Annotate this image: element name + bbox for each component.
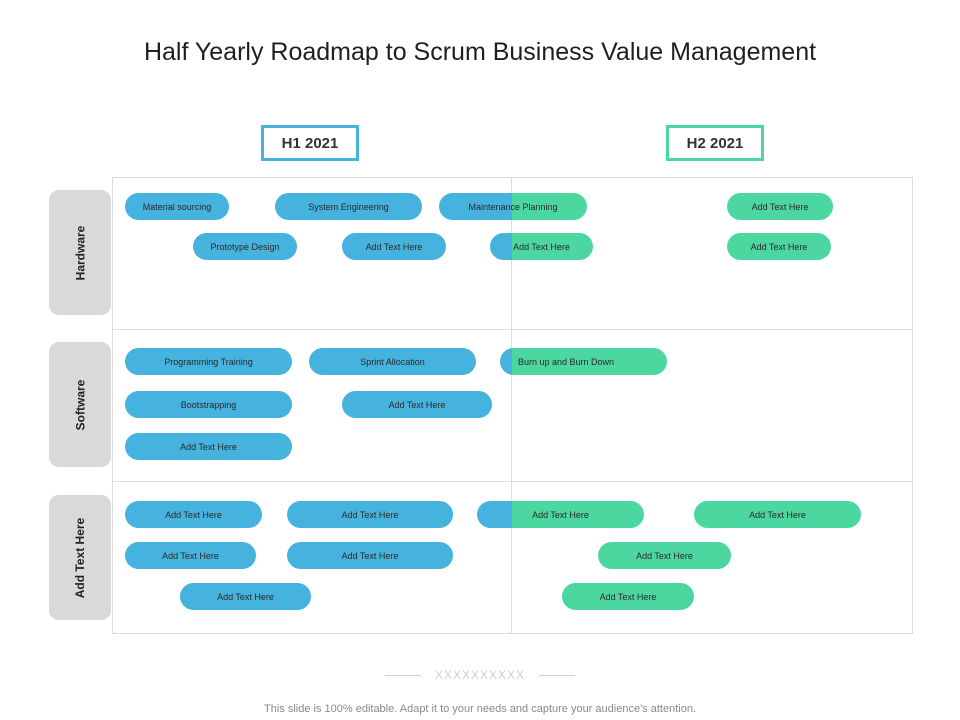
task-hardware-2[interactable]: Add Text Here xyxy=(342,233,446,260)
row-label-hardware: Hardware xyxy=(49,190,111,315)
roadmap-grid xyxy=(112,177,913,634)
task-other-r1-b[interactable]: Add Text Here xyxy=(287,501,453,528)
task-other-r1-green[interactable]: Add Text Here xyxy=(694,501,861,528)
decor-line-right xyxy=(539,674,576,676)
row-label-text: Add Text Here xyxy=(73,517,87,598)
decor-mark: XXXXXXXXXX xyxy=(434,668,526,682)
task-other-r2-a[interactable]: Add Text Here xyxy=(125,542,256,569)
row-label-software: Software xyxy=(49,342,111,467)
task-sprint-allocation[interactable]: Sprint Allocation xyxy=(309,348,476,375)
task-hardware-h2-2[interactable]: Add Text Here xyxy=(727,233,831,260)
task-bootstrapping[interactable]: Bootstrapping xyxy=(125,391,292,418)
task-hardware-h2-1[interactable]: Add Text Here xyxy=(727,193,833,220)
row-label-other: Add Text Here xyxy=(49,495,111,620)
task-maintenance-planning[interactable]: Maintenance Planning xyxy=(439,193,587,220)
row-label-text: Software xyxy=(73,379,87,430)
task-material-sourcing[interactable]: Material sourcing xyxy=(125,193,229,220)
row-label-text: Hardware xyxy=(72,225,87,280)
footer-decoration: XXXXXXXXXX xyxy=(0,666,960,684)
task-other-r1-a[interactable]: Add Text Here xyxy=(125,501,262,528)
task-other-r1-split[interactable]: Add Text Here xyxy=(477,501,644,528)
task-programming-training[interactable]: Programming Training xyxy=(125,348,292,375)
page-title: Half Yearly Roadmap to Scrum Business Va… xyxy=(143,38,817,66)
task-software-1[interactable]: Add Text Here xyxy=(342,391,492,418)
task-burn-up-burn-down[interactable]: Burn up and Burn Down xyxy=(500,348,667,375)
task-software-2[interactable]: Add Text Here xyxy=(125,433,292,460)
footer-note: This slide is 100% editable. Adapt it to… xyxy=(264,703,696,715)
task-hardware-split[interactable]: Add Text Here xyxy=(490,233,593,260)
half-divider xyxy=(511,177,512,634)
decor-line-left xyxy=(384,674,421,676)
row-divider-2 xyxy=(112,481,913,482)
column-header-h2: H2 2021 xyxy=(666,125,764,161)
row-divider-1 xyxy=(112,329,913,330)
task-system-engineering[interactable]: System Engineering xyxy=(275,193,422,220)
task-other-r3-a[interactable]: Add Text Here xyxy=(180,583,311,610)
task-other-r2-b[interactable]: Add Text Here xyxy=(287,542,453,569)
task-other-r3-green[interactable]: Add Text Here xyxy=(562,583,694,610)
task-other-r2-green[interactable]: Add Text Here xyxy=(598,542,731,569)
task-prototype-design[interactable]: Prototype Design xyxy=(193,233,297,260)
column-header-h1: H1 2021 xyxy=(261,125,359,161)
